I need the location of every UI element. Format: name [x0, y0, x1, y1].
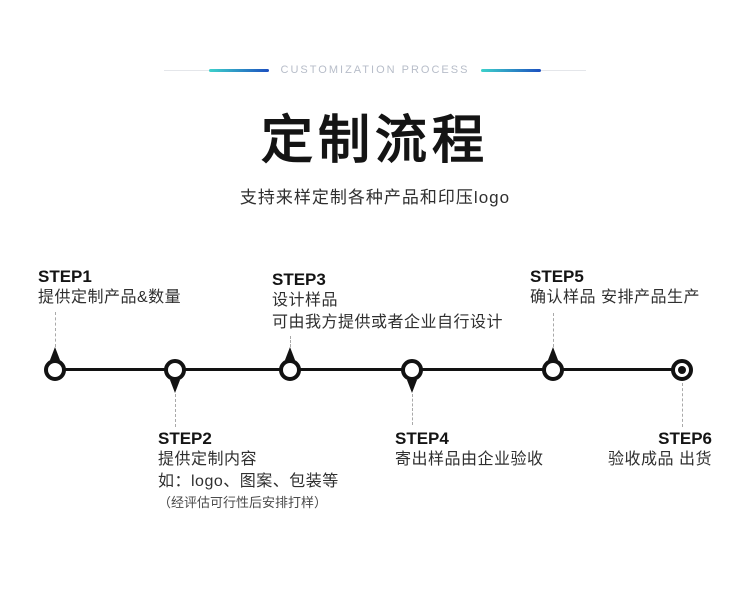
header-hairline-right: [541, 69, 587, 71]
step3-connector-line: [290, 336, 291, 347]
step6-connector-line: [682, 383, 683, 427]
section-header-label: CUSTOMIZATION PROCESS: [280, 64, 470, 76]
step5-connector-line: [553, 313, 554, 347]
step1-pointer-icon: [50, 347, 60, 360]
step4-label-block: STEP4 寄出样品由企业验收: [395, 428, 544, 471]
step2-description-line2: 如：logo、图案、包装等: [158, 473, 339, 490]
step5-id: STEP5: [530, 267, 584, 286]
step4-node-circle-icon: [401, 359, 423, 381]
step1-label-block: STEP1 提供定制产品&数量: [38, 266, 181, 309]
page-title: 定制流程: [260, 113, 489, 170]
header-gradient-bar-left: [208, 68, 269, 72]
step6-description: 验收成品 出货: [608, 451, 712, 468]
step1-description: 提供定制产品&数量: [38, 289, 182, 306]
step2-connector-line: [175, 394, 176, 427]
step5-node-circle-icon: [542, 359, 564, 381]
section-header: CUSTOMIZATION PROCESS: [0, 64, 750, 76]
timeline-line: [55, 368, 682, 371]
step4-description: 寄出样品由企业验收: [395, 451, 544, 468]
step3-pointer-icon: [285, 347, 295, 360]
step6-node-bullseye-icon: [671, 359, 693, 381]
header-hairline-left: [163, 69, 209, 71]
step4-pointer-icon: [407, 380, 417, 393]
step5-pointer-icon: [548, 347, 558, 360]
step2-description-line1: 提供定制内容: [158, 451, 258, 468]
step1-id: STEP1: [38, 267, 92, 286]
step2-node-circle-icon: [164, 359, 186, 381]
step1-node-circle-icon: [44, 359, 66, 381]
header-gradient-bar-right: [481, 68, 542, 72]
step4-id: STEP4: [395, 429, 449, 448]
step3-node-circle-icon: [279, 359, 301, 381]
step6-inner-dot-icon: [678, 366, 686, 374]
step2-pointer-icon: [170, 380, 180, 393]
step2-label-block: STEP2 提供定制内容 如：logo、图案、包装等 （经评估可行性后安排打样）: [158, 428, 339, 512]
step5-label-block: STEP5 确认样品 安排产品生产: [530, 266, 700, 309]
step4-connector-line: [412, 394, 413, 425]
step2-note: （经评估可行性后安排打样）: [158, 495, 328, 510]
step3-description-line2: 可由我方提供或者企业自行设计: [272, 314, 504, 331]
step5-description: 确认样品 安排产品生产: [530, 289, 700, 306]
step6-label-block: STEP6 验收成品 出货: [608, 428, 712, 471]
page-subtitle: 支持来样定制各种产品和印压logo: [239, 188, 511, 207]
step6-id: STEP6: [658, 429, 712, 448]
step3-label-block: STEP3 设计样品 可由我方提供或者企业自行设计: [272, 269, 503, 334]
step1-connector-line: [55, 312, 56, 347]
step3-id: STEP3: [272, 270, 326, 289]
step2-id: STEP2: [158, 429, 212, 448]
step3-description-line1: 设计样品: [272, 292, 339, 309]
